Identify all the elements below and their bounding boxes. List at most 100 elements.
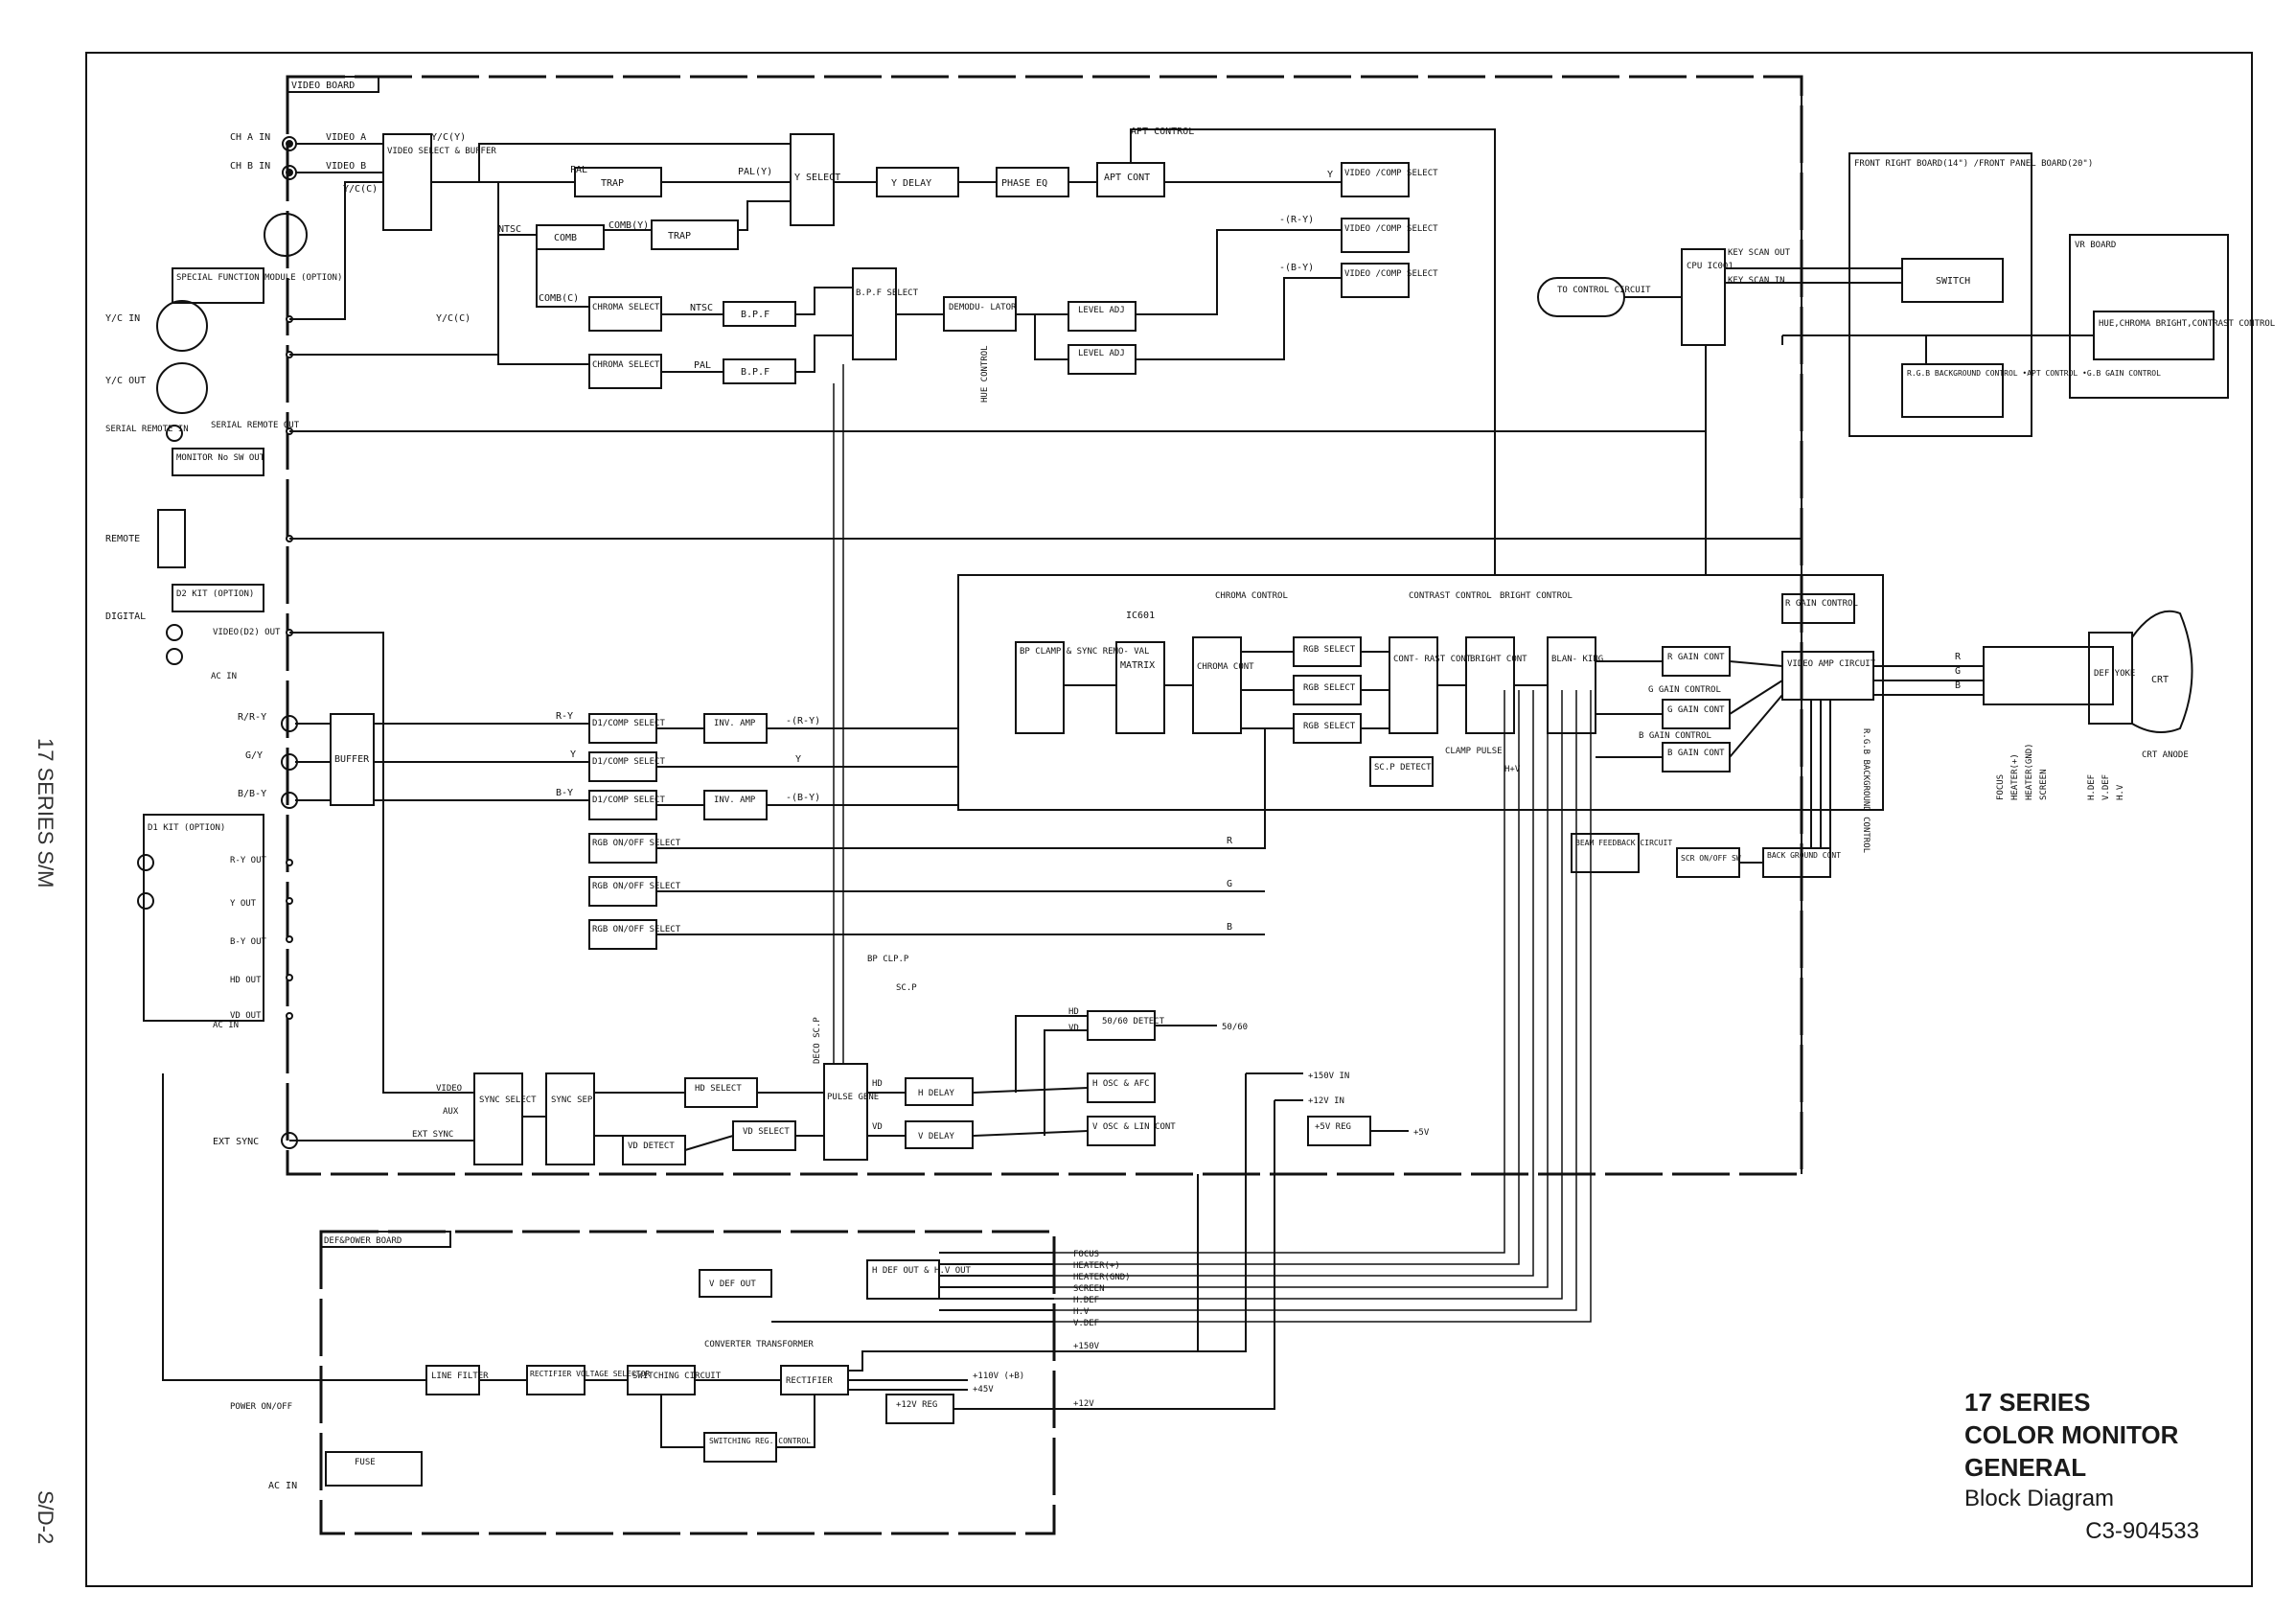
vd-select-block: VD SELECT	[743, 1127, 790, 1137]
svg-text:HUE CONTROL: HUE CONTROL	[980, 345, 990, 403]
y-delay-block: Y DELAY	[891, 178, 931, 189]
svg-text:CHROMA CONTROL: CHROMA CONTROL	[1215, 591, 1288, 601]
beam-block: BEAM FEEDBACK CIRCUIT	[1575, 839, 1672, 847]
demodulator-block: DEMODU- LATOR	[949, 303, 1017, 312]
sync-select-block: SYNC SELECT	[479, 1095, 537, 1105]
pulse-gene-block: PULSE GENE	[827, 1093, 879, 1102]
svg-text:HD: HD	[872, 1079, 883, 1089]
ac-in2-label: AC IN	[213, 1021, 239, 1030]
svg-text:IC601: IC601	[1126, 611, 1155, 621]
video-select-block: VIDEO SELECT & BUFFER	[387, 147, 496, 156]
d1-select-2: D1/COMP SELECT	[592, 757, 665, 767]
svg-text:G: G	[1227, 879, 1232, 889]
blanking-block: BLAN- KING	[1551, 655, 1603, 664]
vd-out-label: VD OUT	[230, 1011, 262, 1021]
bpf-select: B.P.F SELECT	[856, 288, 919, 298]
video-comp-select-3: VIDEO /COMP SELECT	[1344, 269, 1438, 279]
svg-text:AUX: AUX	[443, 1107, 459, 1117]
bp-clamp-block: BP CLAMP & SYNC REMO- VAL	[1020, 647, 1149, 657]
rectifier-block: RECTIFIER	[786, 1376, 833, 1386]
svg-text:DEF&POWER BOARD: DEF&POWER BOARD	[324, 1236, 402, 1246]
svg-text:HEATER(GND): HEATER(GND)	[1073, 1273, 1131, 1282]
svg-text:B-Y: B-Y	[556, 788, 573, 798]
scr-block: SCR ON/OFF SW	[1681, 854, 1741, 863]
svg-text:SCREEN: SCREEN	[1073, 1284, 1105, 1294]
rgb-onoff-3: RGB ON/OFF SELECT	[592, 925, 681, 934]
h-def-out-block: H DEF OUT & H.V OUT	[872, 1266, 972, 1276]
svg-text:V.DEF: V.DEF	[2101, 774, 2111, 800]
video-board-label: VIDEO BOARD	[291, 81, 355, 91]
reg5-block: +5V REG	[1315, 1122, 1351, 1132]
svg-text:CONVERTER TRANSFORMER: CONVERTER TRANSFORMER	[704, 1340, 814, 1349]
sw-ctrl-block: SWITCHING REG. CONTROL	[709, 1437, 811, 1445]
special-module-label: SPECIAL FUNCTION MODULE (OPTION)	[176, 273, 342, 283]
svg-text:BP CLP.P: BP CLP.P	[867, 955, 909, 964]
inv-amp-1: INV. AMP	[714, 719, 756, 728]
video-board-boundary	[286, 75, 1803, 1176]
ext-sync-label: EXT SYNC	[213, 1137, 259, 1147]
ch-a-label: CH A IN	[230, 132, 270, 143]
back-block: BACK GROUND CONT	[1767, 851, 1841, 860]
switching-block: SWITCHING CIRCUIT	[632, 1372, 722, 1381]
svg-text:R: R	[1227, 836, 1233, 846]
svg-text:R-Y: R-Y	[556, 711, 573, 722]
ac-in3-label: AC IN	[268, 1481, 297, 1491]
control-section: TO CONTROL CIRCUIT CPU IC001 KEY SCAN OU…	[1537, 152, 2275, 575]
yc-out-label: Y/C OUT	[105, 376, 146, 386]
crt-section: DEF YOKE CRT CRT ANODE R G B	[1873, 610, 2193, 760]
video-comp-select-1: VIDEO /COMP SELECT	[1344, 169, 1438, 178]
yc-in-label: Y/C IN	[105, 313, 140, 324]
r-gain-block: R GAIN CONT	[1667, 653, 1725, 662]
svg-text:PAL: PAL	[694, 360, 711, 371]
svg-text:BRIGHT CONTROL: BRIGHT CONTROL	[1500, 591, 1573, 601]
h-delay-block: H DELAY	[918, 1089, 955, 1098]
rgb-onoff-1: RGB ON/OFF SELECT	[592, 839, 681, 848]
svg-text:COMB(C): COMB(C)	[539, 293, 579, 304]
svg-text:Y: Y	[1327, 170, 1333, 180]
rgb-input-section: BUFFER D1/COMP SELECT D1/COMP SELECT D1/…	[295, 680, 1266, 950]
chroma-select-2: CHROMA SELECT	[592, 360, 660, 370]
title-line-1: 17 SERIES	[1964, 1388, 2091, 1417]
fuse-block: FUSE	[355, 1458, 376, 1467]
svg-text:KEY SCAN IN: KEY SCAN IN	[1728, 276, 1785, 286]
title-line-4: Block Diagram	[1964, 1486, 2115, 1511]
comb-block: COMB	[554, 233, 577, 243]
gy-in-label: G/Y	[245, 750, 263, 761]
svg-text:R.G.B BACKGROUND CONTROL: R.G.B BACKGROUND CONTROL	[1861, 728, 1871, 853]
svg-text:Y/C(Y): Y/C(Y)	[431, 132, 466, 143]
svg-text:FOCUS: FOCUS	[1996, 774, 2006, 800]
svg-text:G: G	[1955, 666, 1961, 677]
d1-select-1: D1/COMP SELECT	[592, 719, 665, 728]
svg-text:H.DEF: H.DEF	[2087, 774, 2097, 800]
svg-text:+12V IN: +12V IN	[1308, 1096, 1344, 1106]
video-comp-select-2: VIDEO /COMP SELECT	[1344, 224, 1438, 234]
svg-text:+5V: +5V	[1413, 1128, 1430, 1138]
phase-eq-block: PHASE EQ	[1001, 178, 1047, 189]
d1-select-3: D1/COMP SELECT	[592, 795, 665, 805]
by-out-label: B-Y OUT	[230, 937, 267, 947]
switch-block: SWITCH	[1936, 276, 1970, 287]
ic601-section: IC601 BP CLAMP & SYNC REMO- VAL MATRIX C…	[957, 574, 1884, 811]
svg-text:R: R	[1955, 652, 1962, 662]
svg-text:VIDEO A: VIDEO A	[326, 132, 366, 143]
title-line-3: GENERAL	[1964, 1453, 2087, 1482]
svg-text:+150V IN: +150V IN	[1308, 1072, 1349, 1081]
serial-label: SERIAL REMOTE IN	[105, 425, 189, 434]
rgb-bg-block: R.G.B BACKGROUND CONTROL •APT CONTROL •G…	[1907, 369, 2161, 378]
svg-text:B GAIN CONTROL: B GAIN CONTROL	[1639, 731, 1711, 741]
rect-volt-block: RECTIFIER VOLTAGE SELECTOR	[530, 1370, 650, 1378]
side-series-label: 17 SERIES S/M	[34, 738, 57, 888]
d1-kit-label: D1 KIT (OPTION)	[148, 823, 225, 833]
svg-text:PAL(Y): PAL(Y)	[738, 167, 772, 177]
svg-text:APT CONTROL: APT CONTROL	[1131, 127, 1194, 137]
g-gain-block: G GAIN CONT	[1667, 705, 1725, 715]
svg-text:HD: HD	[1068, 1007, 1079, 1017]
sync-section: SYNC SELECT SYNC SEP VIDEO AUX EXT SYNC …	[412, 364, 1430, 1165]
svg-text:EXT SYNC: EXT SYNC	[412, 1130, 453, 1140]
v-delay-block: V DELAY	[918, 1132, 955, 1141]
svg-text:-(B-Y): -(B-Y)	[786, 793, 820, 803]
svg-text:+12V: +12V	[1073, 1399, 1094, 1409]
h-osc-block: H OSC & AFC	[1092, 1079, 1150, 1089]
rail-labels: FOCUS HEATER(+) HEATER(GND) SCREEN H.DEF…	[1996, 743, 2125, 800]
